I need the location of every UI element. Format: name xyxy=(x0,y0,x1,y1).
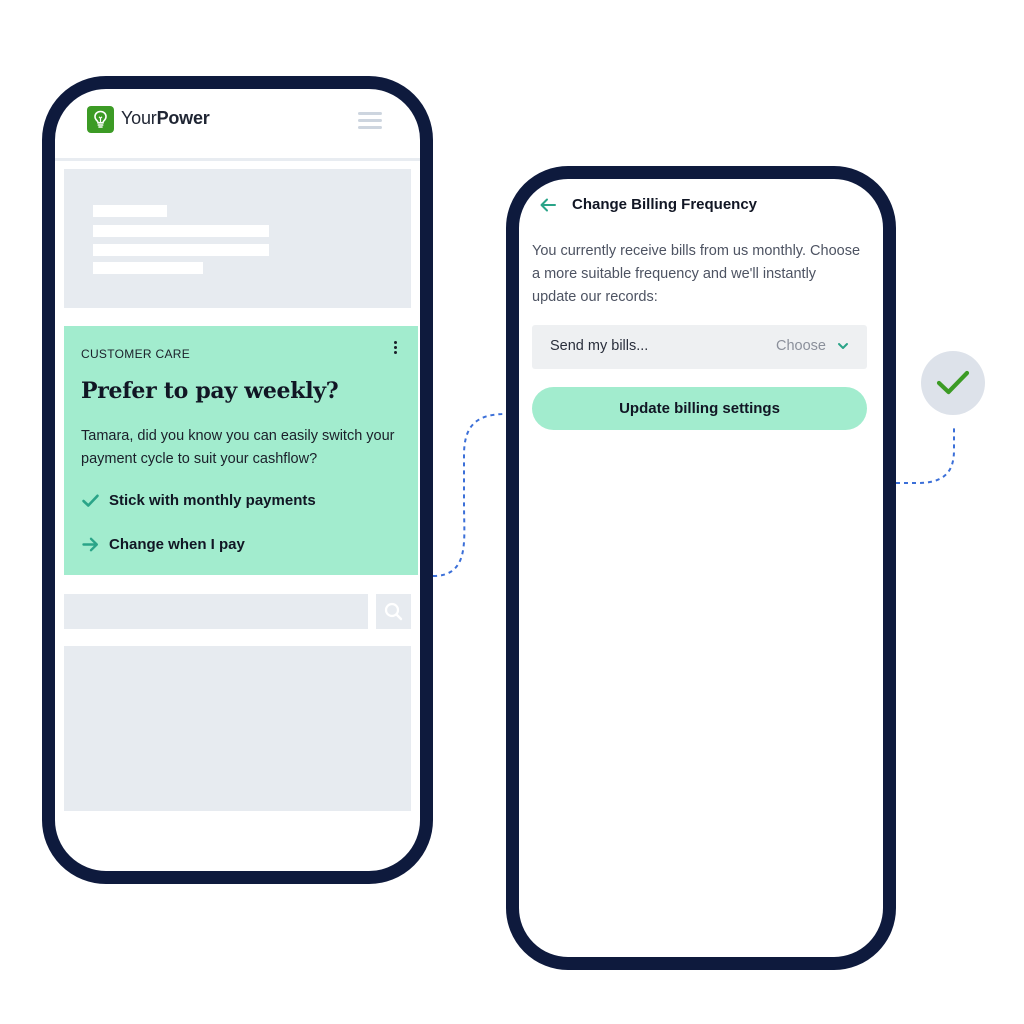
lightbulb-icon xyxy=(87,106,114,133)
checkmark-icon xyxy=(82,494,99,507)
phone-frame-billing: Change Billing Frequency You currently r… xyxy=(506,166,896,970)
more-vertical-icon[interactable] xyxy=(390,341,400,359)
search-input[interactable] xyxy=(64,594,368,629)
stick-with-monthly-link[interactable]: Stick with monthly payments xyxy=(81,489,316,511)
arrow-right-icon xyxy=(82,537,98,551)
search-button[interactable] xyxy=(376,594,411,629)
select-value: Choose xyxy=(776,338,826,354)
hamburger-menu-icon[interactable] xyxy=(358,112,382,130)
arrow-left-icon[interactable] xyxy=(539,197,557,213)
brand-wordmark: YourPower xyxy=(121,108,210,129)
placeholder-line xyxy=(93,205,167,217)
screen-description: You currently receive bills from us mont… xyxy=(532,243,861,305)
checkmark-icon xyxy=(936,370,970,395)
chevron-down-icon xyxy=(838,343,848,349)
phone-frame-home: YourPower CUSTOMER CARE Prefer to pay we… xyxy=(42,76,433,884)
billing-frequency-select[interactable]: Send my bills... Choose xyxy=(532,325,867,369)
screen-title: Change Billing Frequency xyxy=(572,196,758,213)
placeholder-line xyxy=(93,225,269,237)
change-when-i-pay-label: Change when I pay xyxy=(109,535,245,553)
update-billing-settings-button[interactable]: Update billing settings xyxy=(532,387,867,430)
card-body-text: Tamara, did you know you can easily swit… xyxy=(81,428,395,467)
search-icon xyxy=(384,602,403,621)
card-category-label: CUSTOMER CARE xyxy=(81,347,191,361)
placeholder-line xyxy=(93,244,269,256)
stick-with-monthly-label: Stick with monthly payments xyxy=(109,491,316,509)
change-when-i-pay-link[interactable]: Change when I pay xyxy=(81,533,245,555)
content-placeholder-bottom xyxy=(64,646,411,811)
content-placeholder-top xyxy=(64,169,411,308)
customer-care-card: CUSTOMER CARE Prefer to pay weekly? Tama… xyxy=(64,326,418,575)
select-label: Send my bills... xyxy=(550,338,649,354)
app-header: YourPower xyxy=(55,89,420,161)
brand-name-light: Your xyxy=(121,108,157,128)
success-badge xyxy=(921,351,985,415)
connector-left-to-right xyxy=(432,413,507,577)
placeholder-line xyxy=(93,262,203,274)
brand-name-bold: Power xyxy=(156,108,210,128)
card-title: Prefer to pay weekly? xyxy=(81,378,339,404)
